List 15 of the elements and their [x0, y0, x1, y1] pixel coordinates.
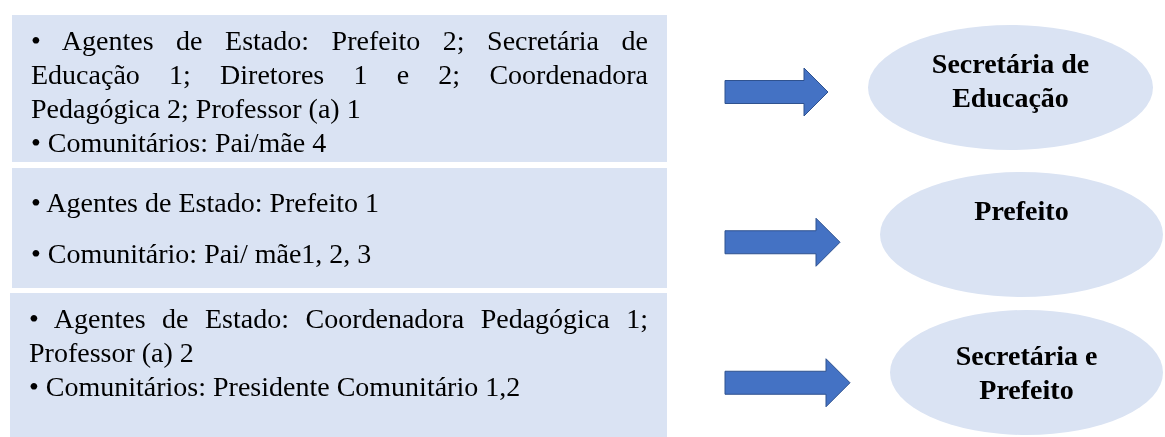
ellipse-label: Prefeito — [974, 194, 1069, 228]
block-arrow — [724, 217, 841, 267]
bullet-item: • Agentes de Estado: Coordenadora Pedagógica 1; Professor (a) 2 — [29, 302, 648, 370]
ellipse-label: Secretária e Prefeito — [954, 338, 1099, 407]
bullet-item: • Comunitários: Presidente Comunitário 1,2 — [29, 370, 522, 404]
text-panel — [12, 15, 667, 162]
bullet-item: • Comunitários: Pai/mãe 4 — [31, 126, 328, 160]
ellipse-label: Secretária de Educação — [930, 47, 1091, 115]
bullet-item: • Agentes de Estado: Prefeito 1 — [31, 185, 381, 220]
bullet-item: • Agentes de Estado: Prefeito 2; Secretária de Educação 1; Diretores 1 e 2; Coordenadora Pedagógica 2; Professor (a) 1 — [31, 24, 648, 126]
text-panel — [12, 168, 667, 288]
block-arrow — [724, 358, 851, 408]
bullet-item: • Comunitário: Pai/ mãe1, 2, 3 — [31, 236, 373, 271]
block-arrow — [724, 67, 829, 117]
text-panel — [10, 293, 667, 437]
